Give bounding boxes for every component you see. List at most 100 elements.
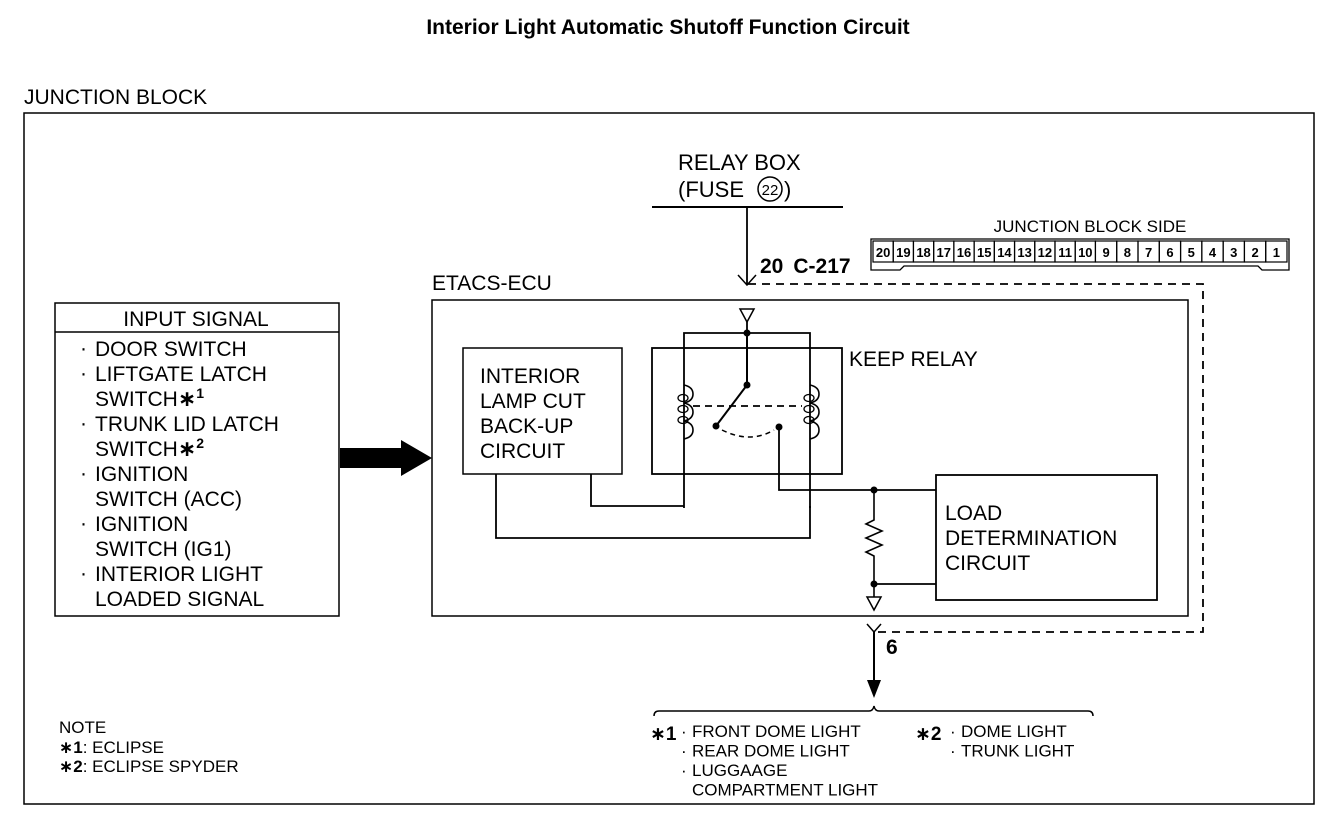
- resistor-icon: [864, 490, 884, 584]
- coil-turn: [677, 415, 689, 425]
- backup-circuit-text: BACK-UP: [480, 415, 573, 438]
- fuse-number: 22: [762, 182, 779, 199]
- relay-box-label: RELAY BOX: [678, 150, 801, 175]
- ground-terminal-icon: [865, 596, 883, 612]
- connector-pin: 7: [1137, 240, 1160, 263]
- pin-number: 10: [1078, 245, 1092, 260]
- output-light-item: DOME LIGHT: [961, 722, 1067, 741]
- bullet-icon: ·: [681, 722, 687, 741]
- wire-backup-to-left-coil: [590, 474, 684, 507]
- output-lights: ∗1·FRONT DOME LIGHT·REAR DOME LIGHT·LUGG…: [650, 722, 1074, 800]
- input-signal-list: ·DOOR SWITCH·LIFTGATE LATCHSWITCH∗1·TRUN…: [80, 337, 279, 611]
- output-light-item: TRUNK LIGHT: [961, 742, 1074, 761]
- junction-dashed-route: [748, 283, 1204, 633]
- relay-box-fuse-label: (FUSE 22 ): [678, 176, 791, 202]
- pin-cell: [1265, 240, 1288, 263]
- pin-number: 16: [957, 245, 971, 260]
- coil-turn: [677, 393, 689, 403]
- input-signal-box: [54, 302, 340, 617]
- keep-relay-label: KEEP RELAY: [849, 348, 978, 371]
- note-number: 2: [196, 435, 204, 451]
- input-signal-text: IGNITION: [95, 463, 188, 486]
- input-signal-text: TRUNK LID LATCH: [95, 413, 279, 436]
- pin-number: 6: [1166, 245, 1173, 260]
- input-signal-text: SWITCH∗2: [95, 435, 204, 461]
- backup-circuit-text: LAMP CUT: [480, 390, 586, 413]
- connector-arrow-out-icon: [866, 623, 882, 634]
- bullet-icon: ·: [80, 337, 87, 360]
- right-coil-icon: [809, 384, 820, 440]
- connector-arrow-in-icon: [737, 274, 757, 287]
- bullet-icon: ·: [80, 462, 87, 485]
- note-text: : ECLIPSE: [83, 738, 164, 757]
- connector-pin: 16: [953, 240, 975, 263]
- connector-pin: 15: [973, 240, 995, 263]
- input-pin-label: 20 C-217: [760, 255, 851, 278]
- input-pin-number: 20: [760, 255, 783, 278]
- backup-circuit-text: CIRCUIT: [480, 440, 565, 463]
- bullet-icon: ·: [950, 742, 956, 761]
- connector-pin: 14: [993, 240, 1016, 263]
- input-signal-text: INTERIOR LIGHT: [95, 563, 263, 586]
- pin-number: 17: [937, 245, 951, 260]
- pin-number: 13: [1017, 245, 1031, 260]
- input-signal-item: ·DOOR SWITCH: [80, 337, 247, 361]
- pin-number: 12: [1038, 245, 1052, 260]
- note-number: 1: [196, 385, 204, 401]
- input-signal-header: INPUT SIGNAL: [123, 308, 268, 331]
- etacs-ecu-box: [431, 299, 1189, 617]
- note-asterisk-icon: ∗: [178, 386, 196, 411]
- fuse-number-circle: [757, 176, 783, 202]
- connector-id: C-217: [793, 255, 850, 278]
- keep-relay-internals: [677, 308, 820, 508]
- pin-number: 8: [1124, 245, 1131, 260]
- group-2-marker: ∗2: [915, 724, 942, 745]
- connector-pin: 8: [1116, 240, 1139, 263]
- connector-title: JUNCTION BLOCK SIDE: [994, 217, 1187, 236]
- note-heading: NOTE: [59, 718, 106, 737]
- load-circuit-text: LOAD: [945, 502, 1002, 525]
- note-text: : ECLIPSE SPYDER: [83, 757, 239, 776]
- pin-number: 5: [1188, 245, 1195, 260]
- pin-number: 11: [1058, 245, 1072, 260]
- bullet-icon: ·: [950, 722, 956, 741]
- wire-contact-to-load: [778, 427, 936, 491]
- output-light-item: REAR DOME LIGHT: [692, 742, 850, 761]
- pin-number: 9: [1102, 245, 1109, 260]
- coil-turn: [677, 404, 689, 414]
- power-terminal-icon: [738, 308, 756, 324]
- connector-pin: 19: [892, 240, 915, 263]
- note-entry: ∗1: ECLIPSE: [59, 738, 164, 757]
- output-group-brace: [653, 705, 1094, 717]
- load-circuit-text: CIRCUIT: [945, 552, 1030, 575]
- input-signal-text: SWITCH (ACC): [95, 488, 242, 511]
- pin-number: 14: [997, 245, 1012, 260]
- connector-housing: [870, 238, 1290, 271]
- connector-pin: 4: [1201, 240, 1224, 263]
- output-arrow-icon: [867, 680, 881, 698]
- bullet-icon: ·: [681, 761, 687, 780]
- output-group-2: ∗2 · DOME LIGHT · TRUNK LIGHT: [915, 722, 1074, 761]
- connector-pin: 2: [1243, 240, 1267, 263]
- note-marker: ∗1: [59, 738, 83, 757]
- backup-circuit-box: [462, 347, 623, 475]
- load-determination-box: [935, 474, 1158, 601]
- pin-number: 2: [1251, 245, 1258, 260]
- bullet-icon: ·: [80, 362, 87, 385]
- switch-contact-a: [712, 422, 720, 430]
- coil-turn: [803, 415, 815, 425]
- output-pin-label: 6: [886, 636, 898, 659]
- left-coil-icon: [683, 384, 694, 440]
- connector-pin: 9: [1094, 240, 1118, 263]
- note-entry: ∗2: ECLIPSE SPYDER: [59, 757, 239, 776]
- output-light-item: LUGGAAGE: [692, 761, 787, 780]
- connector-pin: 6: [1158, 240, 1182, 263]
- note-section: NOTE∗1: ECLIPSE∗2: ECLIPSE SPYDER: [59, 718, 239, 776]
